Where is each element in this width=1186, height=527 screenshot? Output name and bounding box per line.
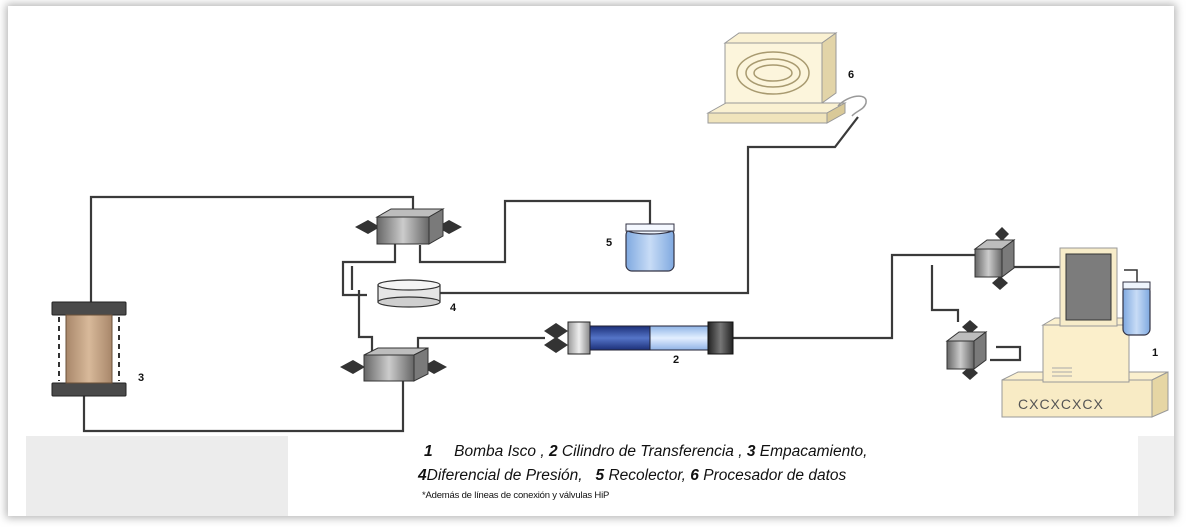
line-core-to-lower-valve — [82, 372, 405, 433]
left-grey-panel — [26, 436, 288, 516]
label-3: 3 — [138, 372, 144, 384]
upper-valve — [355, 208, 462, 245]
collector-jar — [625, 223, 675, 272]
legend-num-5: 5 — [595, 467, 605, 484]
line-dp-to-lower-valve — [357, 290, 374, 352]
legend-num-1: 1 — [424, 443, 433, 460]
isco-pump: CXCXCXCX — [1001, 247, 1169, 418]
line-pump-valve-branch — [930, 265, 960, 322]
legend-text-1: Bomba Isco , — [454, 443, 545, 460]
core-holder — [51, 301, 127, 397]
legend-num-3: 3 — [746, 443, 756, 460]
line-core-to-upper-valve — [89, 195, 415, 305]
legend-text-2: Cilindro de Transferencia , — [561, 443, 743, 460]
line-valve-bypass — [341, 243, 397, 297]
differential-pressure-gauge — [377, 279, 441, 308]
line-pump-valve2-out — [990, 345, 1022, 362]
lower-valve — [340, 347, 447, 382]
computer — [706, 32, 867, 124]
connection-lines — [82, 116, 1060, 433]
legend-text-6: Procesador de datos — [703, 467, 847, 484]
legend-line-1: 1 Bomba Isco , 2 Cilindro de Transferenc… — [418, 440, 1134, 464]
legend-num-4: 4 — [418, 467, 427, 484]
label-2: 2 — [673, 354, 679, 366]
right-grey-panel — [1138, 436, 1174, 516]
legend-line-2: 4Diferencial de Presión, 5 Recolector, 6… — [418, 464, 1134, 488]
pump-valve-lower — [945, 320, 988, 380]
legend-text-4: Diferencial de Presión, — [426, 467, 583, 484]
label-4: 4 — [450, 302, 457, 314]
legend-footnote: *Además de líneas de conexión y válvulas… — [422, 490, 610, 501]
label-1: 1 — [1152, 347, 1158, 359]
line-upper-valve-to-collector — [418, 199, 652, 264]
component-labels: 1 2 3 4 5 6 — [138, 69, 1158, 384]
transfer-cylinder — [544, 321, 734, 355]
legend-caption: 1 Bomba Isco , 2 Cilindro de Transferenc… — [418, 440, 1134, 504]
line-dp-to-computer — [440, 116, 859, 295]
line-cylinder-to-pump — [733, 253, 975, 340]
label-5: 5 — [606, 237, 612, 249]
legend-text-5: Recolector, — [608, 467, 686, 484]
label-6: 6 — [848, 69, 854, 81]
legend-text-3: Empacamiento, — [759, 443, 868, 460]
svg-text:CXCXCXCX: CXCXCXCX — [1018, 396, 1104, 412]
legend-num-2: 2 — [548, 443, 558, 460]
line-lower-valve-to-cylinder — [416, 336, 545, 355]
legend-num-6: 6 — [690, 467, 699, 484]
pump-valve-upper — [973, 227, 1016, 290]
